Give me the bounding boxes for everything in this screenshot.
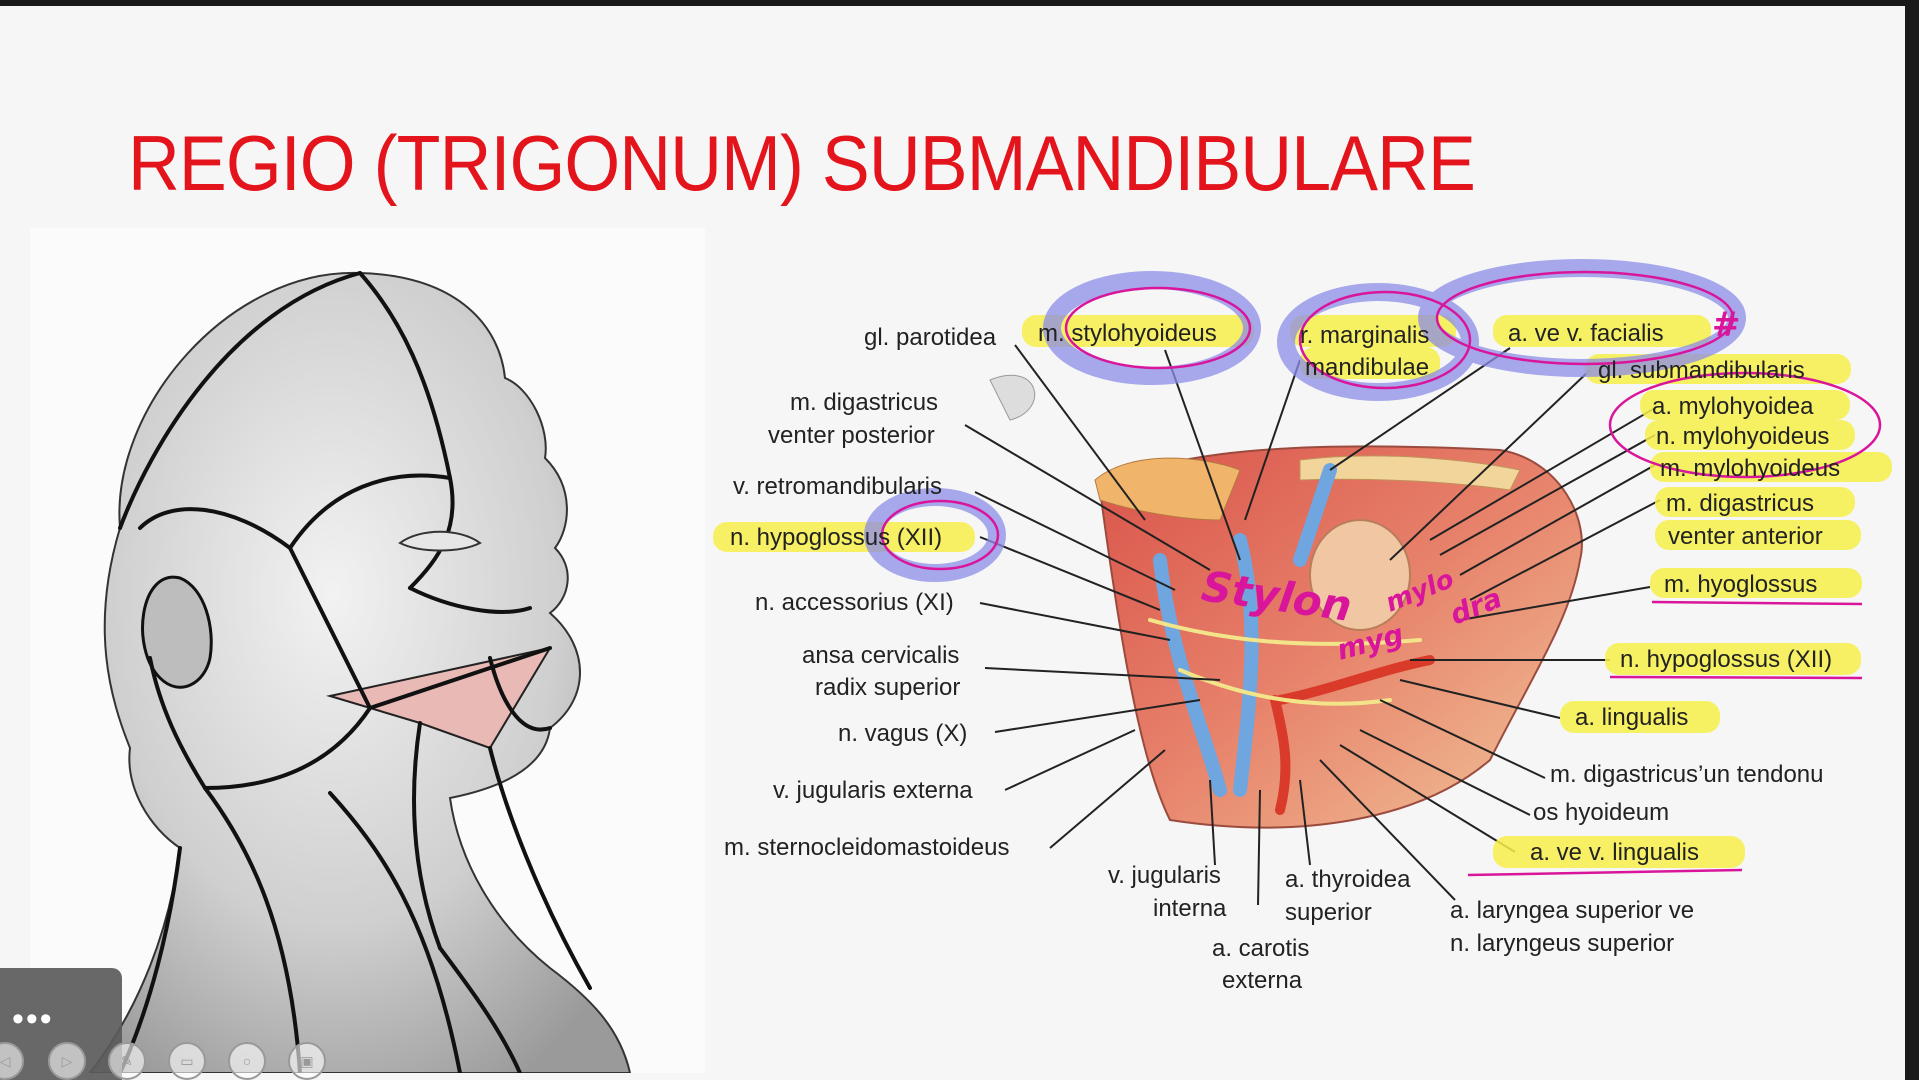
label-a-ve-v-facialis: a. ve v. facialis bbox=[1508, 320, 1664, 347]
more-options-button[interactable]: ••• bbox=[12, 1000, 54, 1038]
window-top-border bbox=[0, 0, 1919, 6]
highlight-a-mylohyoidea bbox=[1640, 390, 1850, 420]
head-regions-illustration bbox=[30, 228, 705, 1075]
handwriting-mark: # bbox=[1712, 305, 1741, 345]
pen-underline-lingualis bbox=[1467, 868, 1743, 877]
pen-tool-icon[interactable]: ✎ bbox=[108, 1042, 146, 1080]
labels-bottom: v. jugularis interna a. thyroidea superi… bbox=[1108, 862, 1694, 994]
highlight-venter-anterior bbox=[1655, 520, 1861, 550]
window-right-border bbox=[1905, 0, 1919, 1080]
label-v-jugularis-interna-1: v. jugularis bbox=[1108, 862, 1221, 889]
highlight-n-mylohyoideus bbox=[1645, 420, 1855, 450]
label-v-jugularis-externa: v. jugularis externa bbox=[773, 777, 973, 804]
label-gl-parotidea: gl. parotidea bbox=[864, 324, 997, 351]
label-v-jugularis-interna-2: interna bbox=[1153, 895, 1227, 922]
label-a-carotis-2: externa bbox=[1222, 967, 1303, 994]
label-n-hypoglossus-right: n. hypoglossus (XII) bbox=[1620, 646, 1832, 673]
label-m-digastricus-post-2: venter posterior bbox=[768, 422, 935, 449]
label-gl-submandibularis: gl. submandibularis bbox=[1598, 357, 1805, 384]
pen-circle-hypoglossus bbox=[880, 499, 1000, 571]
pen-underline-hyoglossus bbox=[1651, 600, 1863, 606]
next-slide-icon[interactable]: ▷ bbox=[48, 1042, 86, 1080]
arteries bbox=[1270, 655, 1435, 815]
labels-top: m. stylohyoideus r. marginalis mandibula… bbox=[1038, 320, 1664, 381]
label-os-hyoideum: os hyoideum bbox=[1533, 799, 1669, 826]
labels-left: gl. parotidea m. digastricus venter post… bbox=[724, 324, 1009, 861]
highlight-a-ve-v-facialis bbox=[1493, 315, 1711, 347]
pen-marks bbox=[880, 270, 1882, 877]
highlight-m-stylohyoideus bbox=[1022, 315, 1254, 347]
label-a-laryngea-2: n. laryngeus superior bbox=[1450, 930, 1674, 957]
label-m-digastricus-post-1: m. digastricus bbox=[790, 389, 938, 416]
label-m-mylohyoideus: m. mylohyoideus bbox=[1660, 455, 1840, 482]
pen-underline-hypoglossus bbox=[1609, 675, 1863, 680]
dissection-illustration bbox=[989, 374, 1583, 829]
highlight-m-hyoglossus bbox=[1650, 568, 1862, 598]
label-v-retromandibularis: v. retromandibularis bbox=[733, 473, 942, 500]
label-n-mylohyoideus: n. mylohyoideus bbox=[1656, 423, 1829, 450]
label-n-accessorius: n. accessorius (XI) bbox=[755, 589, 954, 616]
highlight-mandibulae bbox=[1300, 347, 1440, 379]
label-ansa-cervicalis-1: ansa cervicalis bbox=[802, 642, 959, 669]
label-digastricus-tendon: m. digastricus’un tendonu bbox=[1550, 761, 1824, 788]
veins bbox=[1153, 463, 1337, 797]
labels-right: gl. submandibularis a. mylohyoidea n. my… bbox=[1530, 357, 1840, 866]
label-m-sternocleidomastoideus: m. sternocleidomastoideus bbox=[724, 834, 1009, 861]
label-a-thyroidea-1: a. thyroidea bbox=[1285, 866, 1411, 893]
label-r-marginalis-1: r. marginalis bbox=[1300, 322, 1429, 349]
label-a-laryngea-1: a. laryngea superior ve bbox=[1450, 897, 1694, 924]
slide-view-icon[interactable]: ▭ bbox=[168, 1042, 206, 1080]
label-m-hyoglossus: m. hyoglossus bbox=[1664, 571, 1817, 598]
label-a-ve-v-lingualis: a. ve v. lingualis bbox=[1530, 839, 1699, 866]
mandible-edge bbox=[1299, 455, 1521, 491]
submandibular-gland-shape bbox=[1309, 519, 1411, 631]
leader-lines bbox=[964, 344, 1661, 906]
label-m-digastricus-ant-2: venter anterior bbox=[1668, 523, 1823, 550]
more-circle-icon[interactable]: ○ bbox=[228, 1042, 266, 1080]
slide-title: REGIO (TRIGONUM) SUBMANDIBULARE bbox=[128, 119, 1476, 207]
highlight-n-hypoglossus-left bbox=[713, 522, 975, 552]
highlight-r-marginalis bbox=[1290, 315, 1456, 347]
label-r-marginalis-2: mandibulae bbox=[1305, 354, 1429, 381]
pen-circle-mylohyoidea bbox=[1608, 371, 1882, 479]
pen-circle-facialis bbox=[1435, 270, 1735, 366]
label-ansa-cervicalis-2: radix superior bbox=[815, 674, 960, 701]
pen-circle-marginalis bbox=[1298, 290, 1472, 390]
label-a-mylohyoidea: a. mylohyoidea bbox=[1652, 393, 1814, 420]
label-a-carotis-1: a. carotis bbox=[1212, 935, 1309, 962]
label-n-vagus: n. vagus (X) bbox=[838, 720, 967, 747]
marker-circle-facialis bbox=[1418, 259, 1746, 377]
highlight-n-hypoglossus-right bbox=[1605, 643, 1861, 675]
highlight-m-digastricus-ant bbox=[1655, 487, 1855, 517]
head-drawing bbox=[87, 271, 632, 1075]
parotid-gland-shape bbox=[1094, 457, 1241, 521]
presenter-view-icon[interactable]: ▣ bbox=[288, 1042, 326, 1080]
chin-shape bbox=[989, 374, 1036, 421]
dissection-field bbox=[1098, 445, 1583, 829]
label-a-lingualis: a. lingualis bbox=[1575, 704, 1688, 731]
label-m-stylohyoideus: m. stylohyoideus bbox=[1038, 320, 1217, 347]
highlight-a-lingualis bbox=[1560, 701, 1720, 733]
pen-circle-stylohyoideus bbox=[1064, 286, 1252, 370]
label-m-digastricus-ant-1: m. digastricus bbox=[1666, 490, 1814, 517]
marker-circle-stylohyoideus bbox=[1043, 271, 1261, 385]
highlight-a-ve-v-lingualis bbox=[1493, 836, 1745, 868]
label-a-thyroidea-2: superior bbox=[1285, 899, 1372, 926]
label-n-hypoglossus-left: n. hypoglossus (XII) bbox=[730, 524, 942, 551]
